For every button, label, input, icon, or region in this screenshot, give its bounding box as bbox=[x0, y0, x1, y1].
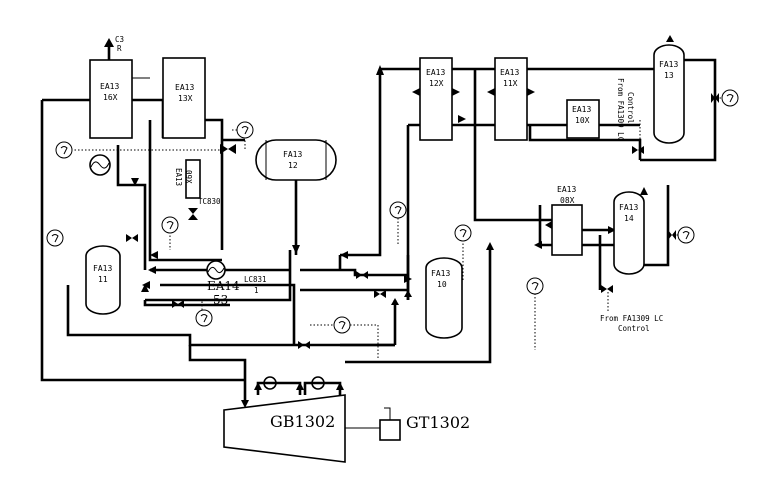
valves bbox=[126, 93, 719, 349]
instrument-8-icon bbox=[333, 316, 351, 334]
valve-2-icon bbox=[126, 234, 138, 242]
svg-text:12X: 12X bbox=[429, 79, 444, 88]
signal-from-fa1309-top: From FA1309 LC Control bbox=[616, 78, 641, 150]
svg-text:12: 12 bbox=[288, 161, 298, 170]
valve-7-icon bbox=[632, 146, 644, 154]
svg-text:From FA1309 LC: From FA1309 LC bbox=[616, 78, 625, 141]
valve-1-icon bbox=[220, 144, 236, 154]
svg-text:09X: 09X bbox=[184, 170, 193, 184]
valve-3-icon bbox=[172, 300, 184, 308]
heater-ea1453: EA14 53 LC831 1 bbox=[206, 260, 267, 307]
vessel-fa1310: FA13 10 bbox=[425, 257, 463, 339]
instrument-9-icon bbox=[526, 277, 544, 295]
exchanger-ea1308x: EA13 08X bbox=[534, 185, 616, 256]
svg-text:FA13: FA13 bbox=[431, 269, 450, 278]
valve-10-icon bbox=[711, 93, 719, 103]
exchanger-ea1310x: EA13 10X bbox=[566, 99, 600, 139]
instrument-2-icon bbox=[236, 121, 254, 139]
svg-text:11X: 11X bbox=[503, 79, 518, 88]
svg-text:EA13: EA13 bbox=[100, 82, 119, 91]
instrument-1-icon bbox=[55, 141, 73, 159]
svg-text:R: R bbox=[117, 44, 122, 53]
instruments bbox=[46, 89, 739, 334]
vessel-fa1314: FA13 14 bbox=[613, 191, 645, 275]
svg-text:EA13: EA13 bbox=[174, 168, 183, 186]
svg-text:C3: C3 bbox=[115, 35, 124, 44]
svg-text:1: 1 bbox=[254, 286, 259, 295]
svg-text:10X: 10X bbox=[575, 116, 590, 125]
svg-text:GT1302: GT1302 bbox=[406, 413, 470, 432]
exchanger-ea1313x: EA13 13X bbox=[162, 57, 206, 139]
svg-text:TC830: TC830 bbox=[198, 197, 221, 206]
svg-text:EA13: EA13 bbox=[557, 185, 576, 194]
valve-8-icon bbox=[601, 285, 613, 293]
valve-5-icon bbox=[374, 290, 386, 298]
exchanger-ea1312x: EA13 12X bbox=[412, 57, 466, 141]
svg-text:FA13: FA13 bbox=[659, 60, 678, 69]
valve-11-icon bbox=[188, 208, 198, 220]
svg-text:Control: Control bbox=[626, 92, 635, 124]
vessel-fa1311: FA13 11 bbox=[85, 245, 121, 315]
heater-left bbox=[89, 154, 111, 176]
instrument-3-icon bbox=[161, 216, 179, 234]
svg-text:FA13: FA13 bbox=[283, 150, 302, 159]
svg-text:EA13: EA13 bbox=[500, 68, 519, 77]
instrument-4-icon bbox=[46, 229, 64, 247]
svg-text:14: 14 bbox=[624, 214, 634, 223]
svg-text:EA13: EA13 bbox=[175, 83, 194, 92]
exchanger-ea1311x: EA13 11X bbox=[487, 57, 535, 141]
instrument-7-icon bbox=[454, 224, 472, 242]
drum-fa1312: FA13 12 bbox=[255, 139, 337, 181]
svg-text:EA13: EA13 bbox=[572, 105, 591, 114]
compressor-gb1302: GB1302 bbox=[223, 376, 384, 463]
svg-text:10: 10 bbox=[437, 280, 447, 289]
svg-text:13: 13 bbox=[664, 71, 674, 80]
valve-6-icon bbox=[298, 341, 310, 349]
svg-text:GB1302: GB1302 bbox=[270, 412, 335, 431]
instrument-11-icon bbox=[721, 89, 739, 107]
vessel-fa1313: FA13 13 bbox=[653, 44, 685, 144]
svg-text:FA13: FA13 bbox=[619, 203, 638, 212]
valve-9-icon bbox=[668, 230, 676, 240]
svg-text:EA14: EA14 bbox=[207, 279, 240, 293]
instrument-6-icon bbox=[389, 201, 407, 219]
svg-text:16X: 16X bbox=[103, 93, 118, 102]
svg-text:08X: 08X bbox=[560, 196, 575, 205]
exchanger-ea1316x: EA13 16X C3 R bbox=[89, 35, 150, 139]
exchanger-ea1309x: EA13 09X TC830 bbox=[174, 159, 221, 206]
instrument-10-icon bbox=[677, 226, 695, 244]
process-lines bbox=[40, 45, 717, 405]
turbine-gt1302: GT1302 bbox=[379, 407, 470, 441]
flow-arrows bbox=[131, 35, 674, 408]
svg-text:13X: 13X bbox=[178, 94, 193, 103]
signal-from-fa1309-bottom: From FA1309 LC Control bbox=[600, 292, 663, 333]
svg-text:Control: Control bbox=[618, 324, 650, 333]
svg-text:From FA1309 LC: From FA1309 LC bbox=[600, 314, 663, 323]
instrument-5-icon bbox=[195, 309, 213, 327]
svg-text:EA13: EA13 bbox=[426, 68, 445, 77]
svg-text:53: 53 bbox=[213, 293, 228, 307]
valve-4-icon bbox=[356, 271, 368, 279]
svg-text:11: 11 bbox=[98, 275, 108, 284]
svg-text:LC831: LC831 bbox=[244, 275, 267, 284]
svg-text:FA13: FA13 bbox=[93, 264, 112, 273]
